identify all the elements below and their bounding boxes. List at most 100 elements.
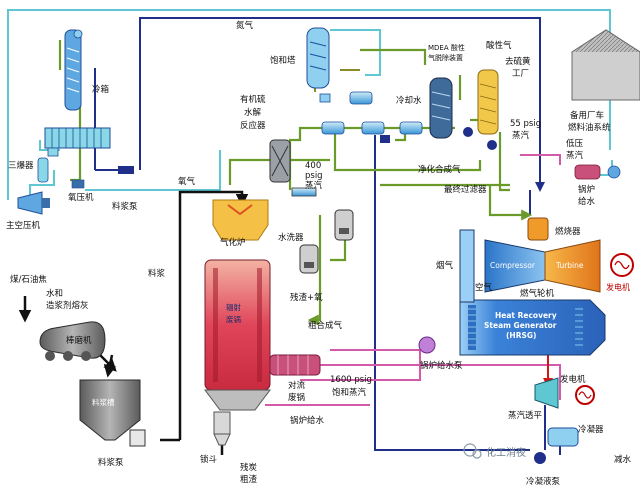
scrubber-right [334,209,354,241]
label-mdea-1: MDEA 酸性 [428,43,465,52]
label-saturator: 饱和塔 [270,55,296,66]
label-organic-1: 有机硫 [240,94,266,105]
label-condenser: 冷凝器 [578,424,604,435]
label-sulfur-1: 去硫黄 [505,56,531,67]
label-steam400-1: 400 [305,161,321,171]
backup-fuel-tank [571,29,640,101]
label-main-compressor: 主空压机 [6,220,41,231]
pipes-pink [265,154,561,406]
label-radiant-1: 辐射 [226,302,241,312]
label-convective-2: 废锅 [288,392,305,403]
label-hrsg-2: Steam Generator [484,321,557,330]
label-turbine: Turbine [555,261,584,270]
radiant-cooler [204,259,271,391]
label-generator-bottom: 发电机 [560,374,586,385]
label-dryer: 三爆器 [8,160,34,171]
label-convective-1: 对流 [288,380,306,391]
label-boiler-feed-1: 锅炉 [578,184,595,195]
watermark-text: 化工消夜 [486,446,526,459]
cold-box-column [64,29,83,111]
radiant-cooler-bottom [204,389,271,411]
label-slag-1: 残炭 [240,462,258,473]
labels: 氮气 冷箱 三爆器 氧压机 料浆泵 主空压机 氧气 煤/石油焦 水和 造浆剂熔灰… [6,20,632,487]
label-gasifier: 气化炉 [220,237,246,248]
convective-cooler [269,354,321,376]
label-compressor: Compressor [490,261,536,270]
label-flue-gas: 烟气 [436,260,454,271]
label-mdea-2: 气脱除装置 [428,53,463,62]
condenser-unit [547,427,579,447]
oxygen-compressor [71,179,85,189]
label-boiler-water: 锅炉给水 [290,415,325,426]
label-lock-hopper: 锁斗 [200,454,218,465]
label-hrsg-1: Heat Recovery [495,311,557,320]
scrubber-left [299,244,319,274]
label-slurry-pump-top: 料浆泵 [112,201,138,212]
label-black-water: 残渣+氧 [290,292,323,303]
slurry-pump-top [118,166,134,174]
label-sulfur-2: 工厂 [512,69,529,79]
label-nitrogen: 氮气 [236,20,254,31]
label-final-filter: 最终过滤器 [444,184,487,195]
label-cooling-water: 冷却水 [396,95,422,106]
label-oxygen-compressor: 氧压机 [68,192,94,203]
label-slag-2: 粗渣 [240,474,258,485]
label-backup-fuel-1: 备用厂车 [570,110,604,121]
label-steam-turbine: 蒸汽透平 [508,410,543,421]
mdea-column [429,77,453,139]
flue-stack [459,229,475,303]
steam-400-exchanger [291,187,317,197]
label-backup-fuel-2: 燃料油系统 [568,122,611,133]
label-steam55-1: 55 psig [510,119,541,129]
steam-turbine-unit [534,377,559,409]
label-additive: 造浆剂熔灰 [46,300,89,311]
main-air-compressor [17,191,50,215]
mdea-pumps [463,127,497,150]
syngas-exchangers [321,91,423,143]
dryer [37,157,49,183]
label-coal: 煤/石油焦 [10,274,47,285]
cold-box-heat-exchanger [44,127,111,157]
label-steam55-2: 蒸汽 [512,130,530,141]
gt-turbine [544,239,601,293]
label-mill: 棒磨机 [66,335,92,346]
label-air: 空气 [475,282,493,293]
hrsg [459,299,606,356]
label-steam400-2: psig [305,171,323,181]
generator-right [610,253,634,277]
label-hrsg-3: (HRSG) [506,331,536,340]
label-generator-right: 发电机 [606,282,630,292]
label-wm-tail: 减水 [614,454,632,465]
watermark: 化工消夜 [463,443,526,459]
label-scrubber: 水洗器 [278,232,304,243]
generator-bottom [575,385,595,405]
label-combustor: 燃烧器 [555,226,581,237]
label-acid-gas: 酸性气 [486,40,512,51]
label-water: 水和 [46,288,63,299]
condensate-pump [534,452,546,464]
label-hp-steam: 1600 psig [330,375,372,385]
label-gas-turbine: 燃气轮机 [520,288,555,299]
lp-steam-exchanger [574,164,621,180]
label-slurry: 料浆 [148,268,166,279]
mdea-stripper [477,69,499,135]
label-slurry-tank: 料浆槽 [92,397,115,407]
slurry-tank [79,379,141,441]
combustor [527,217,549,241]
slurry-pump-bottom [129,429,146,447]
label-saturated-steam: 饱和蒸汽 [332,387,367,398]
label-organic-2: 水解 [244,107,262,118]
label-boiler-feed-2: 给水 [578,196,596,207]
label-raw-syngas: 粗合成气 [308,320,343,331]
label-oxygen: 氧气 [178,176,196,187]
label-lp-steam-2: 蒸汽 [566,150,584,161]
label-radiant-2: 废锅 [226,314,241,324]
label-cooler: 冷箱 [92,84,110,95]
label-boiler-feed-pump: 锅炉给水泵 [420,360,463,371]
hrsg-pump [418,336,436,354]
label-slurry-pump-bottom: 料浆泵 [98,457,124,468]
gasifier-top [212,199,269,241]
saturator-column [306,27,331,103]
